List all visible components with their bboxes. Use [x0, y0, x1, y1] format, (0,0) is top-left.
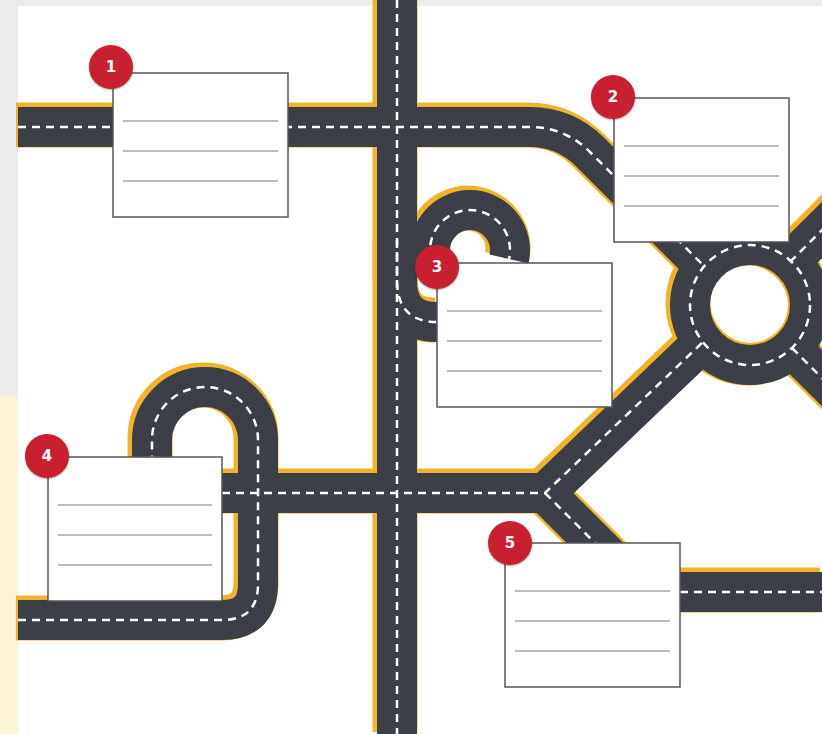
callout-number-text: 5 — [505, 536, 515, 551]
callout-number: 2 — [591, 75, 635, 119]
side-strip — [0, 0, 18, 396]
road-edge — [16, 0, 822, 732]
roundabout-island — [712, 267, 788, 343]
note-card — [505, 543, 680, 687]
callout-number: 5 — [488, 521, 532, 565]
callout-number: 4 — [25, 434, 69, 478]
lane-marking — [18, 0, 822, 734]
callout-number: 1 — [89, 45, 133, 89]
note-card — [614, 98, 789, 242]
road — [18, 0, 822, 734]
side-strip — [0, 396, 18, 734]
note-card — [113, 73, 288, 217]
callout-number-text: 4 — [42, 449, 52, 464]
callout-number-text: 3 — [432, 260, 442, 275]
note-card — [48, 457, 222, 601]
note-card — [437, 263, 612, 407]
callout-number-text: 2 — [608, 90, 618, 105]
callout-number-text: 1 — [106, 60, 116, 75]
callout-number: 3 — [415, 245, 459, 289]
